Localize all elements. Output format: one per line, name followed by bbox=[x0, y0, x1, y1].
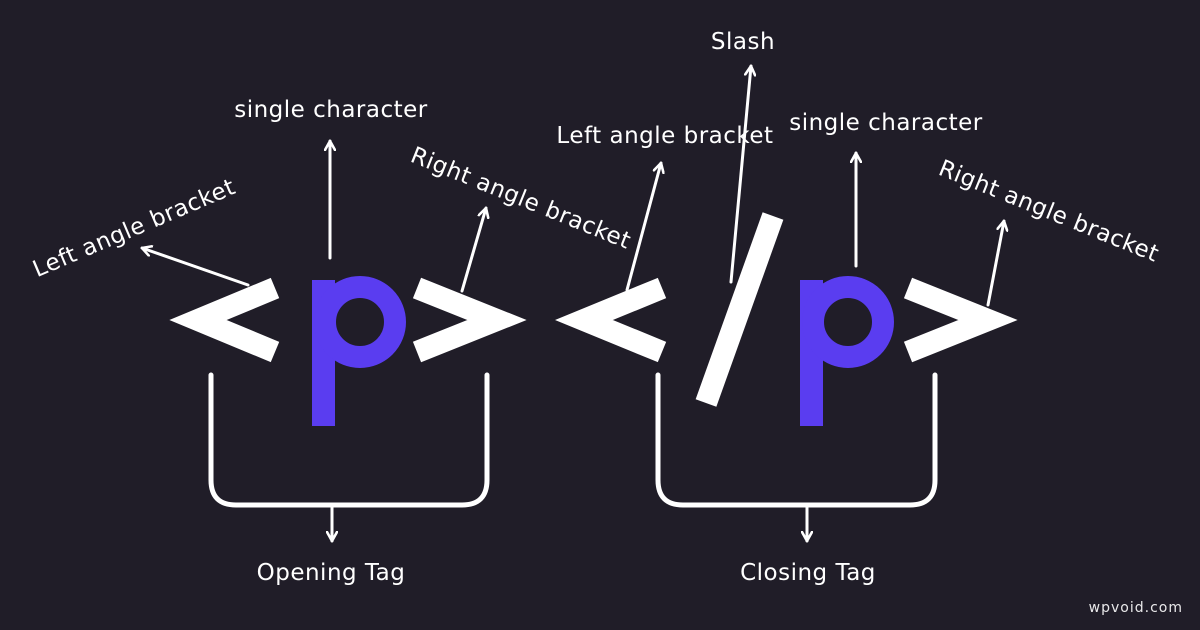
opening-left-bracket-label: Left angle bracket bbox=[29, 174, 239, 283]
closing-tag-glyphs bbox=[555, 212, 1018, 426]
opening-character-label: single character bbox=[234, 97, 428, 123]
arrow-icon bbox=[460, 206, 486, 293]
arrow-icon bbox=[140, 248, 250, 287]
closing-character-label: single character bbox=[789, 110, 983, 136]
closing-right-bracket-label: Right angle bracket bbox=[935, 155, 1163, 267]
closing-left-angle-bracket bbox=[555, 277, 667, 363]
closing-right-angle-bracket bbox=[903, 277, 1018, 363]
arrow-icon bbox=[986, 219, 1004, 307]
opening-p-character bbox=[312, 276, 406, 426]
opening-right-bracket-label: Right angle bracket bbox=[407, 142, 635, 254]
closing-p-character bbox=[800, 276, 894, 426]
watermark: wpvoid.com bbox=[1089, 600, 1183, 616]
opening-tag-glyphs bbox=[169, 276, 527, 426]
opening-right-angle-bracket bbox=[412, 277, 527, 363]
closing-left-bracket-label: Left angle bracket bbox=[556, 123, 773, 149]
closing-tag-bracket bbox=[655, 372, 938, 508]
arrow-icon bbox=[625, 161, 661, 292]
opening-left-angle-bracket bbox=[169, 277, 280, 363]
closing-slash bbox=[695, 212, 784, 407]
opening-tag-bracket bbox=[208, 372, 490, 508]
arrow-icon bbox=[729, 64, 751, 284]
opening-tag-label: Opening Tag bbox=[257, 560, 406, 586]
closing-tag-label: Closing Tag bbox=[740, 560, 876, 586]
closing-slash-label: Slash bbox=[711, 29, 775, 55]
